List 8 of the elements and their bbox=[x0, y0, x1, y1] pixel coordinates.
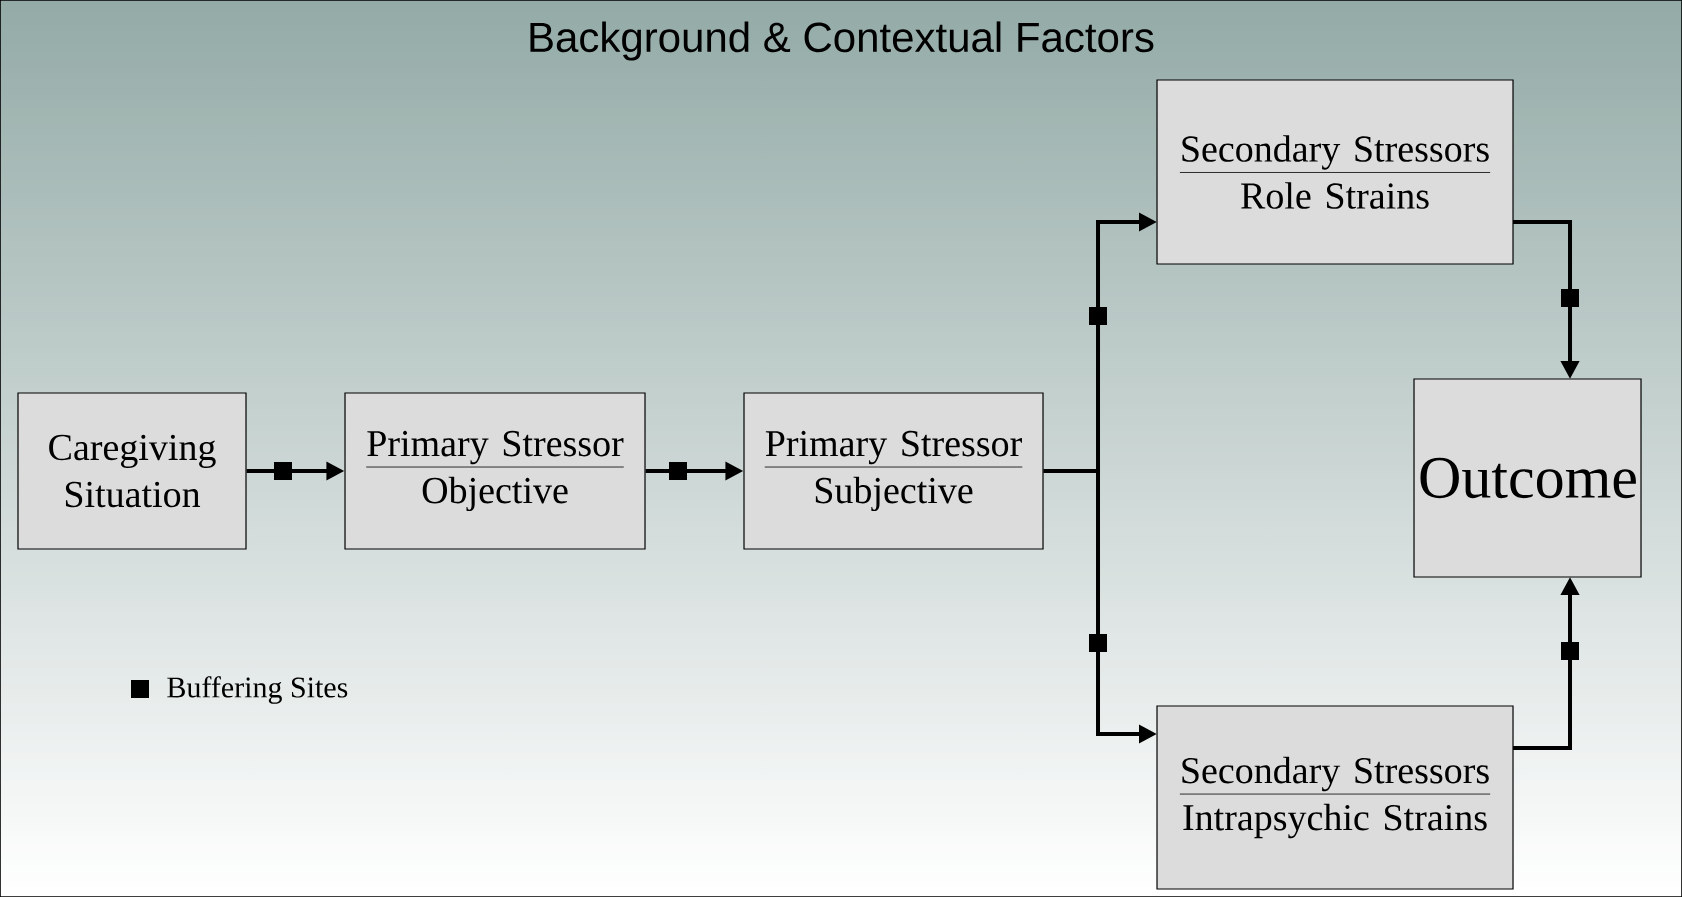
legend-label: Buffering Sites bbox=[167, 676, 348, 704]
box: Secondary Stressors Intrapsychic Strains bbox=[1156, 705, 1514, 890]
box: Primary Stressor Objective bbox=[344, 392, 646, 550]
box: Primary Stressor Subjective bbox=[743, 392, 1044, 550]
box: Secondary Stressors Role Strains bbox=[1156, 79, 1514, 265]
title: Background & Contextual Factors bbox=[530, 21, 1154, 61]
box: Outcome bbox=[1413, 378, 1642, 578]
box: Caregiving Situation bbox=[17, 392, 247, 550]
